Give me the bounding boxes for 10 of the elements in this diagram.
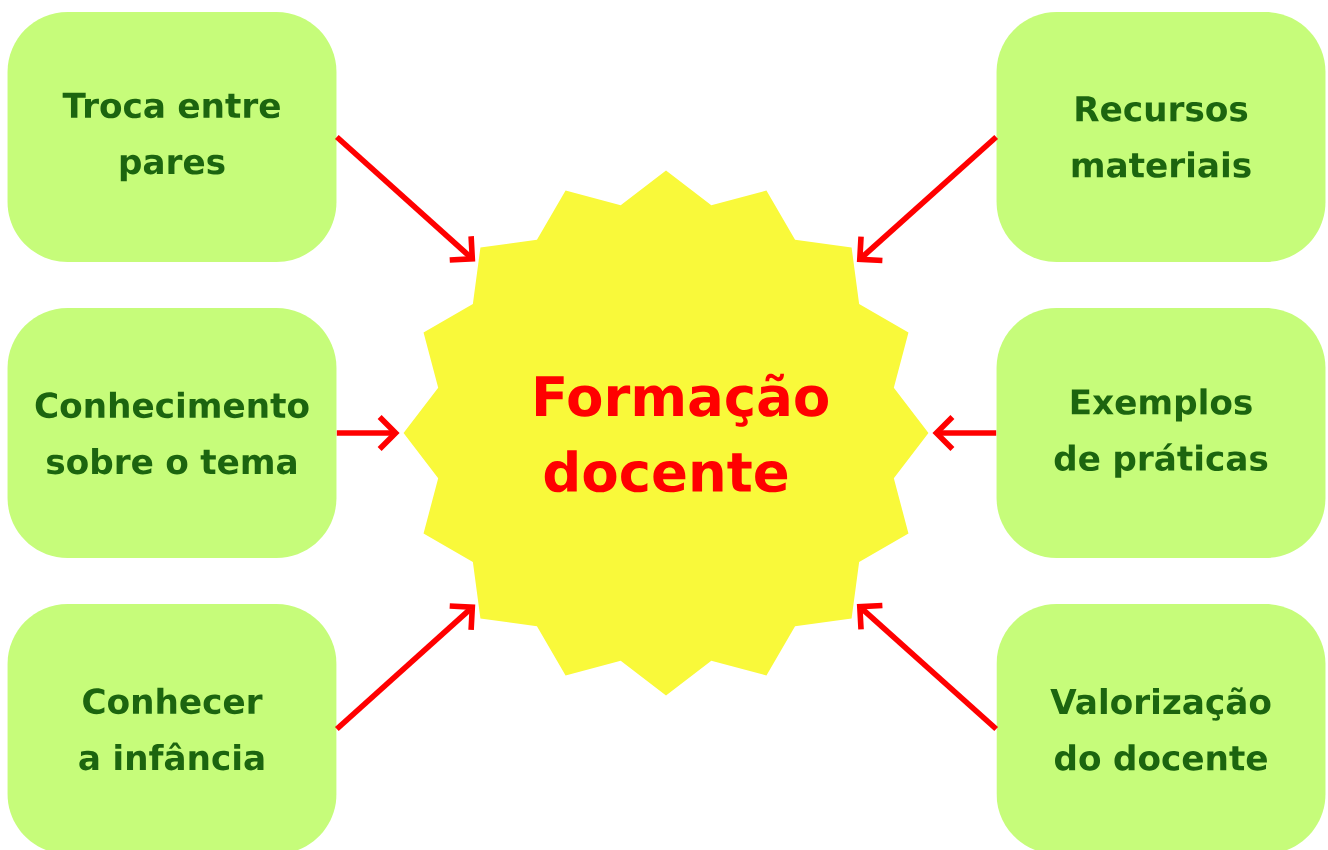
rounded-box: Conhecimento sobre o tema	[7, 308, 337, 558]
arrow	[334, 603, 476, 732]
arrow	[334, 134, 476, 263]
arrow	[856, 134, 999, 264]
rounded-box: Conhecer a infância	[7, 604, 337, 850]
rounded-box: Exemplos de práticas	[996, 308, 1326, 558]
arrow	[856, 602, 999, 732]
rounded-box: Recursos materiais	[996, 12, 1326, 262]
rounded-box: Troca entre pares	[7, 12, 337, 262]
rounded-box: Valorização do docente	[996, 604, 1326, 850]
